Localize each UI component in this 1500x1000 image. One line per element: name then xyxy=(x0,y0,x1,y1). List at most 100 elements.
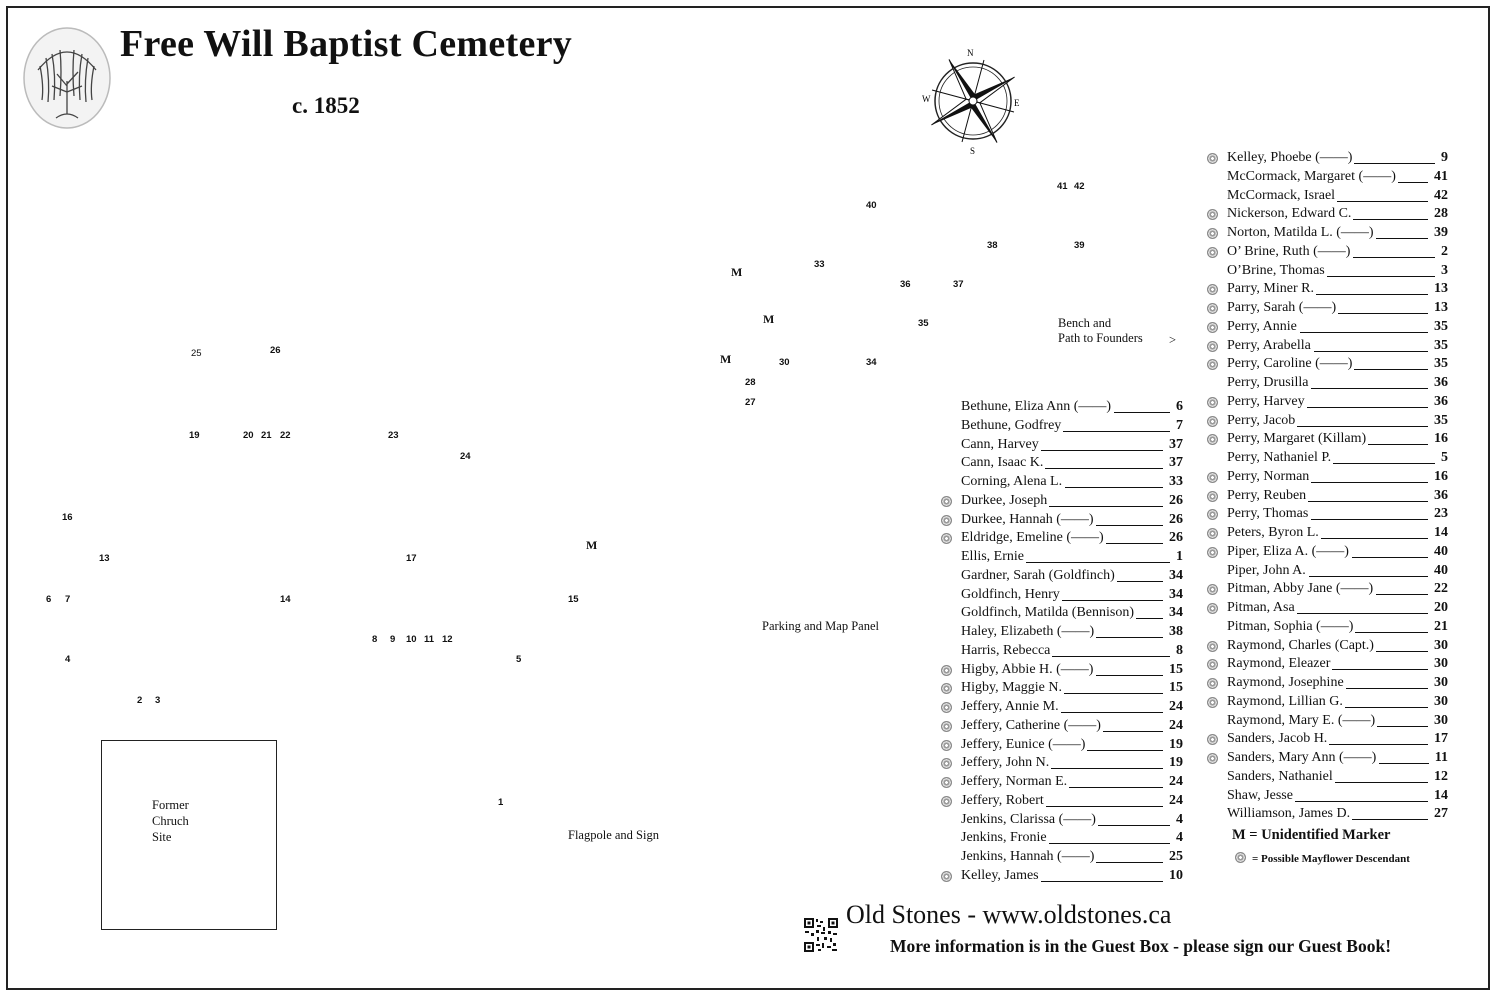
burial-plot-number: 13 xyxy=(1434,300,1448,315)
leader-line xyxy=(1294,800,1428,802)
qr-code-icon[interactable] xyxy=(804,918,838,952)
leader-line xyxy=(1377,725,1428,727)
leader-line xyxy=(1297,425,1428,427)
plot-6: 6 xyxy=(46,594,52,605)
burial-name: Perry, Norman xyxy=(1227,468,1310,484)
leader-line xyxy=(1397,181,1428,183)
leader-line xyxy=(1308,500,1428,502)
leader-line xyxy=(1297,613,1428,614)
burial-name: Goldfinch, Henry xyxy=(961,586,1060,602)
burial-name: Cann, Harvey xyxy=(961,436,1039,452)
leader-line xyxy=(1061,599,1163,601)
burial-name: Pitman, Sophia (——) xyxy=(1227,618,1354,634)
burial-plot-number: 8 xyxy=(1176,642,1183,658)
burial-entry: Jeffery, Norman E.24 xyxy=(941,773,1183,792)
burial-plot-number: 23 xyxy=(1434,506,1448,522)
compass-letter-s: S xyxy=(970,146,975,156)
burial-name: Raymond, Lillian G. xyxy=(1227,693,1343,709)
leader-line xyxy=(1315,294,1428,296)
church-label: Former Chruch Site xyxy=(152,798,189,844)
burial-entry: Perry, Margaret (Killam)16 xyxy=(1207,430,1448,449)
burial-entry: Perry, Nathaniel P.5 xyxy=(1227,449,1448,468)
leader-line xyxy=(1375,238,1428,239)
burial-plot-number: 35 xyxy=(1434,412,1448,428)
burial-plot-number: 30 xyxy=(1434,693,1448,709)
burial-plot-number: 16 xyxy=(1434,468,1448,484)
burial-plot-number: 28 xyxy=(1434,206,1448,222)
mayflower-icon xyxy=(1207,153,1218,164)
plot-14: 14 xyxy=(280,594,291,605)
burial-name: Perry, Drusilla xyxy=(1227,375,1309,390)
mayflower-icon xyxy=(1207,396,1218,408)
burial-name: Jeffery, Annie M. xyxy=(961,699,1059,714)
burial-name: O’Brine, Thomas xyxy=(1227,262,1325,278)
leader-line xyxy=(1337,200,1428,202)
leader-line xyxy=(1345,688,1428,689)
plot-10: 10 xyxy=(406,634,417,645)
leader-line xyxy=(1064,487,1163,488)
website-link[interactable]: Old Stones - www.oldstones.ca xyxy=(846,900,1172,929)
burial-plot-number: 19 xyxy=(1169,755,1183,771)
burial-plot-number: 25 xyxy=(1169,849,1183,864)
burial-name: Sanders, Mary Ann (——) xyxy=(1227,750,1377,765)
burial-plot-number: 5 xyxy=(1441,450,1448,465)
leader-line xyxy=(1310,388,1428,389)
leader-line xyxy=(1052,655,1170,657)
mayflower-icon xyxy=(1207,753,1218,764)
burial-name: Haley, Elizabeth (——) xyxy=(961,624,1095,639)
plot-34: 34 xyxy=(866,357,877,368)
burial-entry: Peters, Byron L.14 xyxy=(1207,524,1448,543)
mayflower-icon xyxy=(1207,209,1218,221)
plot-5: 5 xyxy=(516,654,522,665)
burial-plot-number: 1 xyxy=(1176,549,1183,564)
compass-rose-icon: N S E W xyxy=(922,48,1020,156)
plot-24: 24 xyxy=(460,451,471,462)
burial-name: Parry, Sarah (——) xyxy=(1227,300,1337,315)
burial-name: Corning, Alena L. xyxy=(961,474,1063,489)
burial-plot-number: 34 xyxy=(1169,586,1183,602)
leader-line xyxy=(1353,256,1435,258)
mayflower-icon xyxy=(1207,284,1218,296)
burial-name: Jenkins, Fronie xyxy=(961,830,1047,846)
plot-4: 4 xyxy=(65,654,71,665)
burial-plot-number: 10 xyxy=(1169,867,1183,883)
leader-line xyxy=(1306,406,1428,408)
burial-name: Jeffery, Catherine (——) xyxy=(961,717,1101,733)
plot-19: 19 xyxy=(189,430,200,441)
plot-2: 2 xyxy=(137,695,143,706)
burial-name: Sanders, Jacob H. xyxy=(1227,731,1328,747)
burial-plot-number: 26 xyxy=(1169,511,1183,527)
leader-line xyxy=(1113,412,1170,413)
burial-plot-number: 6 xyxy=(1176,399,1183,414)
plot-41: 41 xyxy=(1057,181,1068,192)
leader-line xyxy=(1136,618,1163,620)
burial-plot-number: 14 xyxy=(1434,525,1448,540)
leader-line xyxy=(1096,862,1163,863)
plot-21: 21 xyxy=(261,430,272,441)
plot-30: 30 xyxy=(779,357,790,368)
leader-line xyxy=(1313,350,1428,352)
path-to-founders-label: Path to Founders xyxy=(1058,331,1143,345)
burial-plot-number: 30 xyxy=(1434,675,1448,690)
leader-line xyxy=(1338,313,1428,314)
leader-line xyxy=(1368,444,1428,446)
burial-entry: Raymond, Lillian G. 30 xyxy=(1207,693,1448,712)
burial-name: Piper, Eliza A. (——) xyxy=(1227,543,1349,559)
burial-entry: Jeffery, Annie M.24 xyxy=(941,698,1183,717)
mayflower-icon xyxy=(941,683,952,695)
burial-name: Perry, Caroline (——) xyxy=(1227,356,1353,372)
burial-plot-number: 13 xyxy=(1434,281,1448,297)
burial-name: Higby, Abbie H. (——) xyxy=(961,661,1094,677)
